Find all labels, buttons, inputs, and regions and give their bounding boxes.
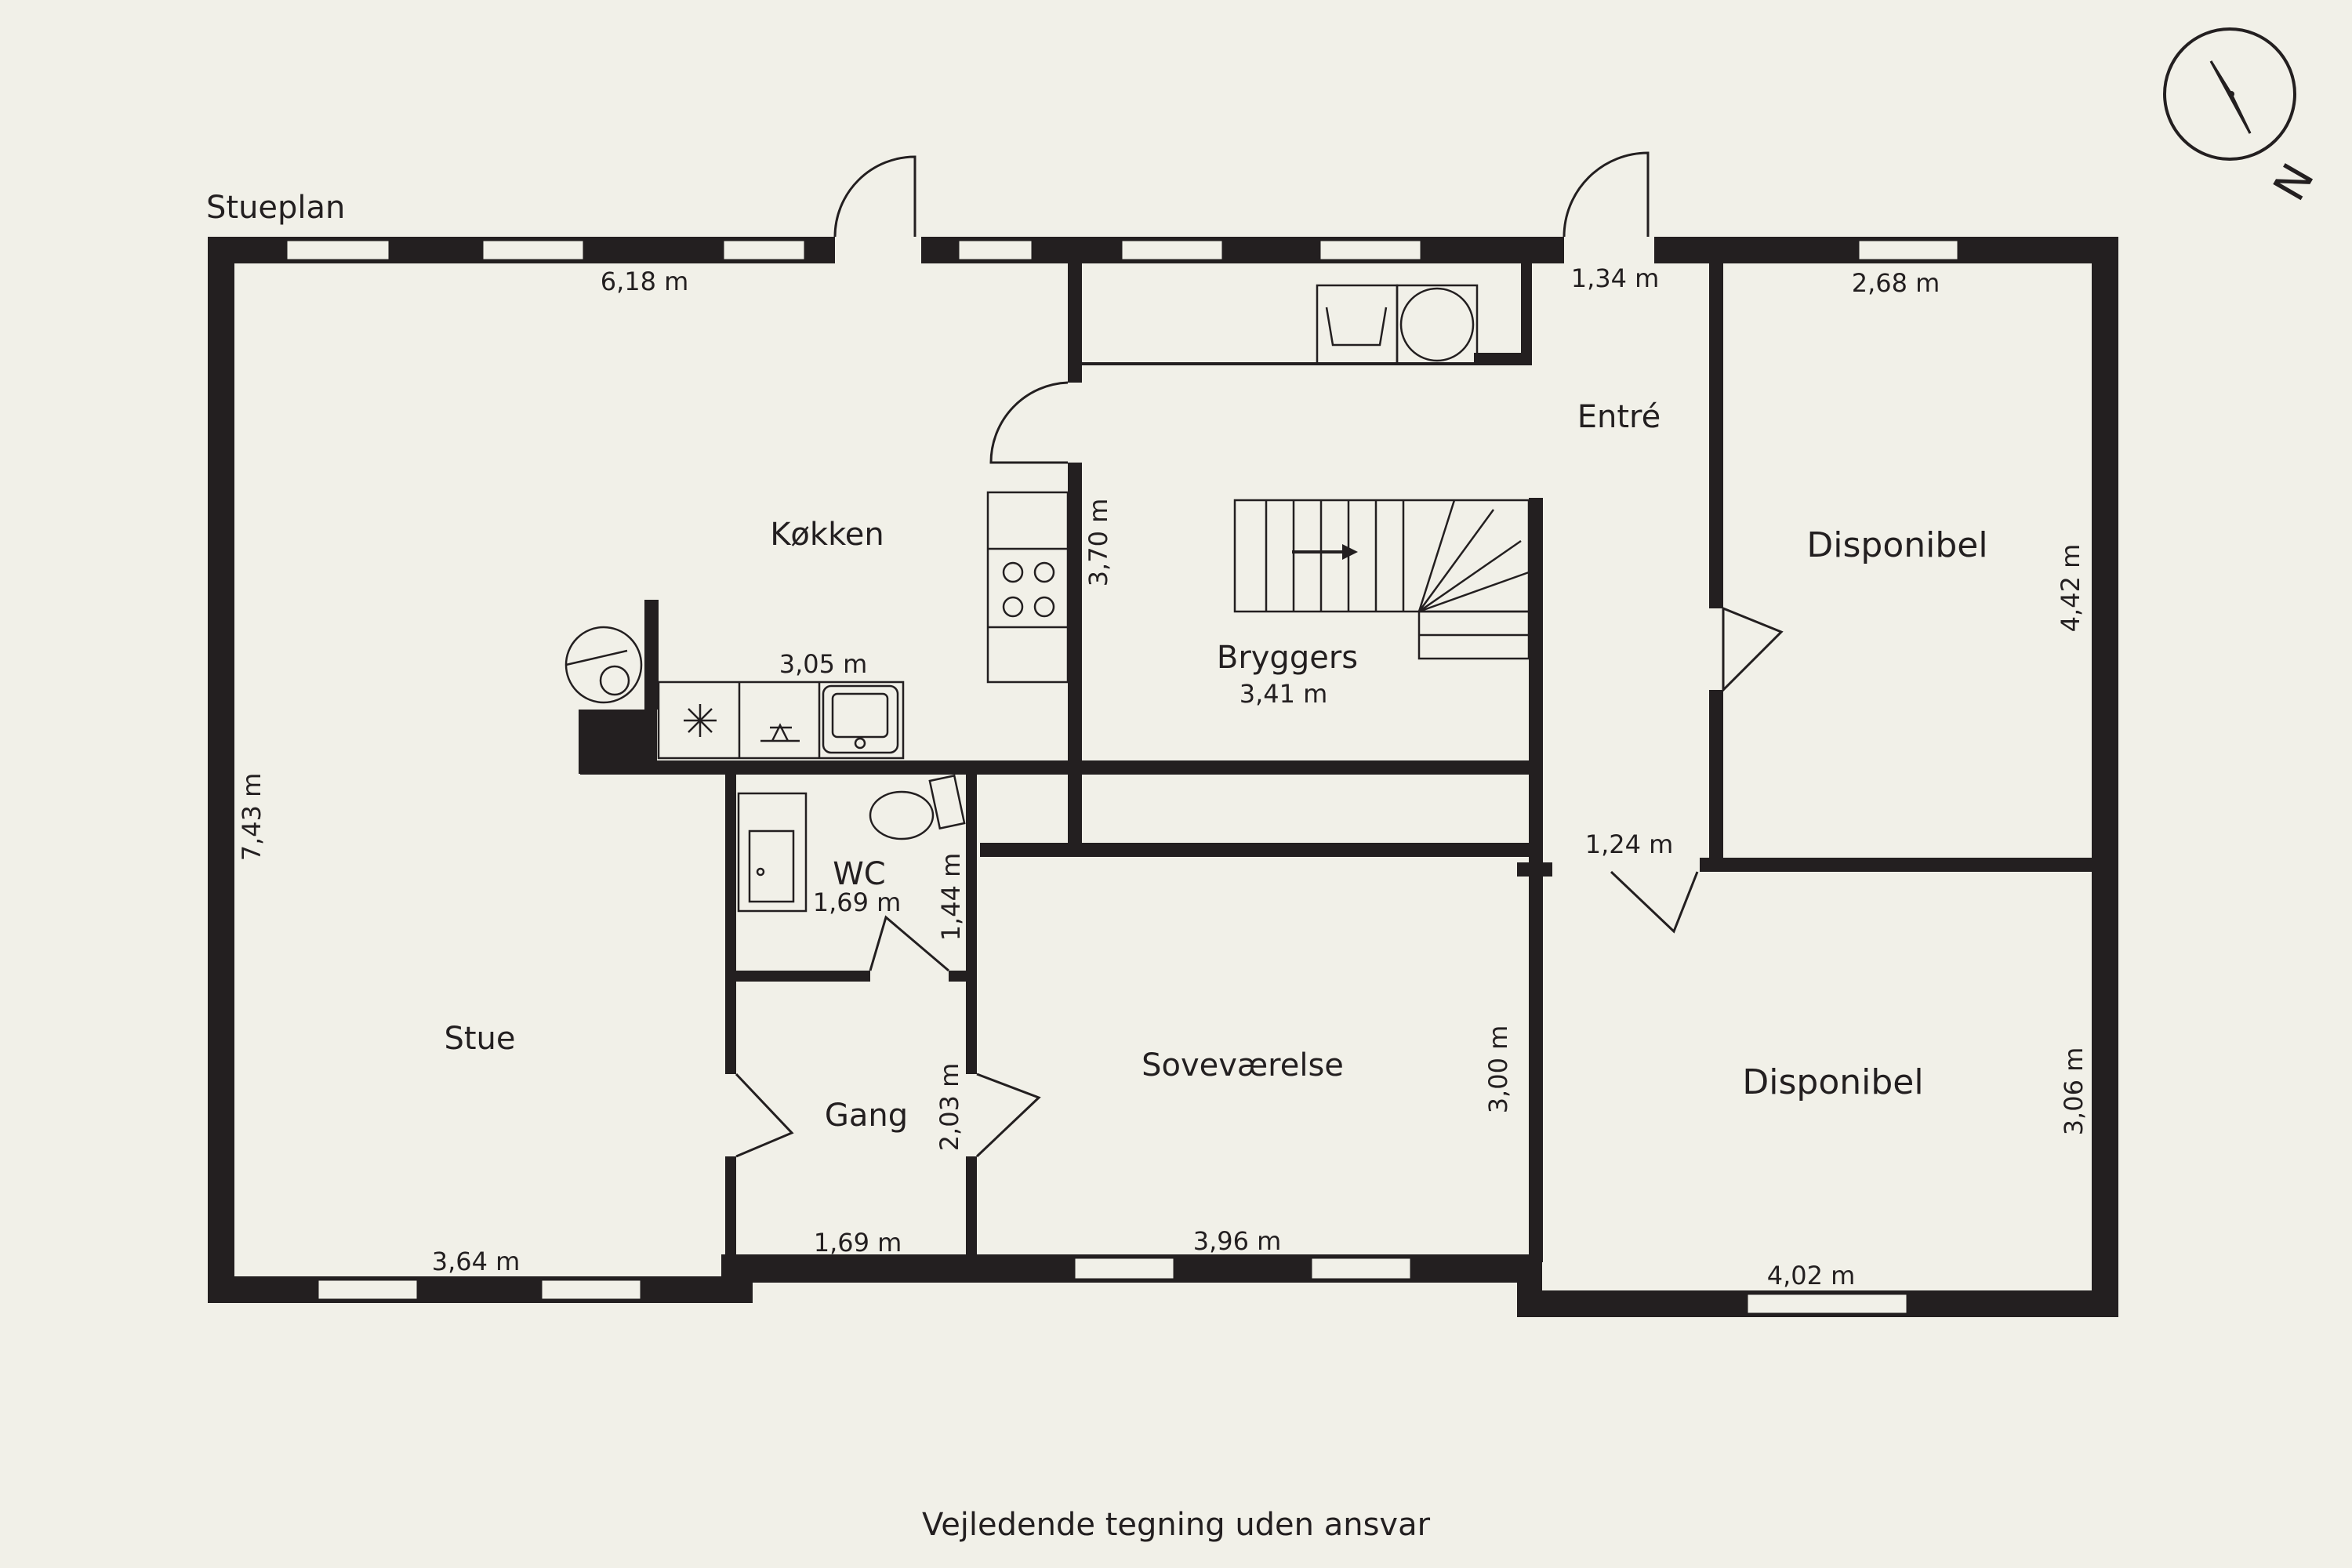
window bbox=[285, 238, 391, 262]
window bbox=[1318, 238, 1423, 262]
dim-kokken-width: 6,18 m bbox=[601, 267, 689, 296]
wall bbox=[966, 1156, 977, 1282]
door-swing bbox=[833, 155, 916, 238]
door-swing bbox=[1610, 870, 1699, 934]
shower-icon bbox=[737, 792, 808, 913]
footer-disclaimer: Vejledende tegning uden ansvar bbox=[922, 1507, 1431, 1543]
dim-sovevaerelse-width: 3,96 m bbox=[1193, 1226, 1282, 1256]
wall bbox=[579, 710, 657, 774]
dim-entre-width: 1,34 m bbox=[1571, 263, 1660, 293]
wall bbox=[1700, 858, 2092, 872]
wall bbox=[1529, 862, 1543, 1262]
wall bbox=[2092, 237, 2118, 1317]
wall bbox=[725, 971, 870, 982]
windows bbox=[285, 238, 1960, 1316]
dryer-icon bbox=[1396, 284, 1479, 365]
floor-label: Stueplan bbox=[206, 190, 345, 226]
wall bbox=[208, 1276, 753, 1303]
window bbox=[1073, 1256, 1176, 1281]
door-swing bbox=[975, 1073, 1041, 1158]
wall bbox=[1521, 263, 1532, 365]
wall bbox=[1082, 362, 1474, 365]
window bbox=[1857, 238, 1960, 262]
wall bbox=[208, 237, 234, 1303]
dim-kitchen-counter: 3,05 m bbox=[779, 649, 868, 679]
window bbox=[956, 238, 1034, 262]
doors bbox=[735, 151, 1784, 1158]
door-swing bbox=[1722, 606, 1784, 693]
window bbox=[1745, 1292, 1909, 1316]
wall bbox=[644, 600, 659, 710]
room-label-wc: WC bbox=[833, 856, 885, 892]
stove-icon bbox=[988, 547, 1068, 629]
wall bbox=[1709, 690, 1723, 864]
door-swing bbox=[1563, 151, 1650, 238]
window bbox=[1120, 238, 1225, 262]
dim-stue-depth: 7,43 m bbox=[237, 773, 267, 862]
dim-disponibel-top-width: 2,68 m bbox=[1852, 268, 1940, 298]
room-label-disponibel-bottom: Disponibel bbox=[1742, 1062, 1923, 1102]
dim-disponibel-bottom-depth: 3,06 m bbox=[2059, 1047, 2089, 1136]
wall bbox=[580, 760, 1543, 775]
boiler-icon bbox=[564, 626, 643, 704]
dim-hall-width: 1,24 m bbox=[1585, 829, 1674, 859]
fixtures bbox=[564, 284, 1530, 913]
dim-sovevaerelse-depth: 3,00 m bbox=[1483, 1025, 1513, 1114]
dim-kokken-depth: 3,70 m bbox=[1083, 499, 1113, 587]
door-swing bbox=[735, 1073, 794, 1158]
wall bbox=[1068, 263, 1082, 383]
door-swing bbox=[989, 381, 1069, 464]
room-label-kokken: Køkken bbox=[770, 517, 884, 553]
window bbox=[316, 1278, 419, 1301]
dim-disponibel-top-depth: 4,42 m bbox=[2056, 544, 2085, 633]
dishwasher-icon bbox=[760, 682, 821, 758]
window bbox=[721, 238, 807, 262]
room-label-bryggers: Bryggers bbox=[1217, 640, 1358, 676]
room-label-stue: Stue bbox=[444, 1021, 515, 1057]
stairs bbox=[1233, 499, 1530, 660]
wall bbox=[966, 768, 977, 1074]
window bbox=[539, 1278, 643, 1301]
stair-arrow-icon bbox=[1292, 544, 1358, 560]
toilet-icon bbox=[869, 774, 966, 840]
room-label-gang: Gang bbox=[825, 1098, 908, 1134]
wall bbox=[980, 843, 1543, 857]
room-label-entre: Entré bbox=[1577, 399, 1661, 435]
wall bbox=[1709, 263, 1723, 608]
wall bbox=[1068, 463, 1082, 843]
wall bbox=[725, 1156, 736, 1282]
sink-icon bbox=[822, 684, 899, 754]
wall bbox=[1529, 498, 1543, 866]
dim-gang-depth: 2,03 m bbox=[935, 1063, 964, 1152]
dim-wc-depth: 1,44 m bbox=[936, 853, 966, 942]
wall bbox=[725, 768, 736, 1074]
dim-stue-width: 3,64 m bbox=[432, 1247, 521, 1276]
dim-wc-width: 1,69 m bbox=[813, 887, 902, 917]
window bbox=[481, 238, 586, 262]
room-label-disponibel-top: Disponibel bbox=[1806, 525, 1987, 565]
fridge-icon bbox=[684, 682, 741, 758]
counter bbox=[986, 491, 1069, 684]
door-swing bbox=[869, 915, 949, 972]
counter bbox=[657, 681, 905, 760]
dim-disponibel-bottom-width: 4,02 m bbox=[1767, 1261, 1856, 1290]
wall bbox=[1474, 353, 1532, 365]
window bbox=[1309, 1256, 1413, 1281]
dim-bryggers-width: 3,41 m bbox=[1240, 679, 1328, 709]
room-label-sovevaerelse: Soveværelse bbox=[1142, 1047, 1344, 1083]
dim-gang-width: 1,69 m bbox=[814, 1228, 902, 1258]
